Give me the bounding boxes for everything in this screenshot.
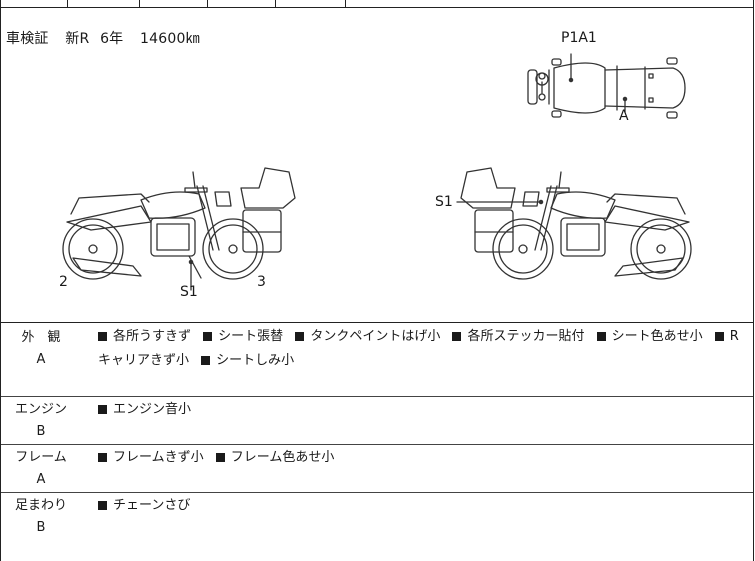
registration-mileage: 14600㎞ — [140, 31, 200, 47]
bullet-square-icon — [98, 331, 107, 341]
condition-row-suspension: 足まわり B チェーンさび — [1, 492, 753, 561]
category-grade: A — [36, 472, 46, 487]
bullet-square-icon — [714, 331, 724, 341]
luggage-case — [474, 209, 514, 253]
rear-wheel — [630, 218, 692, 280]
damage-diagram-area: 車検証 新R 6年 14600㎞ — [1, 8, 753, 323]
top-view-marker-label: A — [619, 108, 629, 124]
condition-items: フレームきず小 フレーム色あせ小 — [98, 446, 747, 470]
category-grade: B — [36, 424, 46, 439]
bullet-square-icon — [452, 331, 462, 341]
right-side-marker-label: S1 — [435, 194, 453, 210]
bullet-square-icon — [203, 331, 213, 341]
condition-row-exterior: 外 観 A 各所うすきず シート張替 タンクペイントはげ小 各所ステッカー貼付 … — [1, 323, 753, 393]
condition-items: エンジン音小 — [98, 398, 747, 422]
category-grade: B — [36, 520, 46, 535]
motorcycle-diagrams — [62, 53, 692, 291]
bullet-square-icon — [201, 355, 211, 365]
category-label: エンジン — [14, 402, 67, 417]
registration-type: 新R — [65, 31, 90, 47]
condition-row-engine: エンジン B エンジン音小 — [1, 396, 753, 444]
bullet-square-icon — [596, 331, 606, 341]
condition-items: チェーンさび — [98, 494, 747, 518]
rear-wheel — [62, 218, 124, 280]
category-label: 足まわり — [14, 498, 67, 513]
left-side-motorcycle — [62, 167, 296, 291]
front-wheel — [202, 218, 264, 280]
top-view-code-label: P1A1 — [561, 30, 597, 46]
left-side-front-label: 3 — [257, 274, 266, 290]
registration-year: 6年 — [100, 31, 124, 47]
luggage-case — [242, 209, 282, 253]
category-label: フレーム — [15, 450, 67, 465]
category-label: 外 観 — [21, 330, 61, 345]
front-wheel — [492, 218, 554, 280]
category-grade: A — [36, 352, 46, 367]
mirror-right-icon — [538, 93, 546, 101]
bullet-square-icon — [295, 331, 305, 341]
bullet-square-icon — [215, 452, 225, 462]
top-view-motorcycle — [527, 53, 686, 119]
bullet-square-icon — [98, 452, 107, 462]
bullet-square-icon — [98, 404, 107, 414]
left-side-center-label: S1 — [180, 284, 198, 300]
bullet-square-icon — [98, 500, 107, 510]
top-table-strip — [1, 0, 753, 8]
condition-row-frame: フレーム A フレームきず小 フレーム色あせ小 — [1, 444, 753, 492]
registration-line: 車検証 新R 6年 14600㎞ — [6, 28, 212, 48]
condition-items: 各所うすきず シート張替 タンクペイントはげ小 各所ステッカー貼付 シート色あせ… — [98, 329, 739, 368]
rear-wheel-marker-label: 2 — [59, 274, 68, 290]
right-side-motorcycle — [456, 167, 692, 280]
registration-label: 車検証 — [6, 31, 49, 47]
